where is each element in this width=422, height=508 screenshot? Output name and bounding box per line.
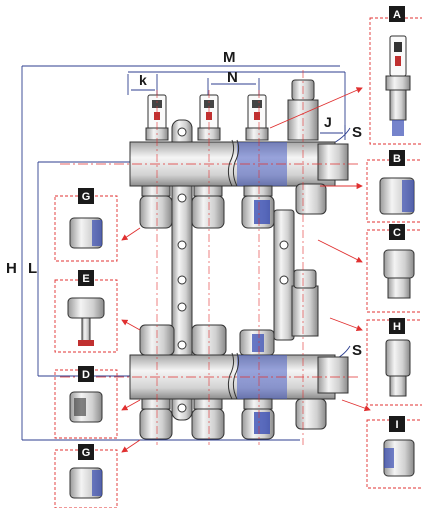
detail-badge-h: H [389, 318, 405, 334]
svg-text:H: H [393, 321, 401, 333]
break-marks [227, 139, 240, 400]
detail-part-g2-fitting [69, 467, 103, 499]
detail-part-d-adapter [69, 391, 103, 423]
return-bar [60, 354, 360, 400]
svg-text:C: C [393, 227, 401, 239]
top-outlet-fittings [139, 183, 327, 229]
svg-text:E: E [82, 273, 89, 285]
detail-part-b-adapter [379, 177, 415, 215]
mounting-bracket-right [273, 209, 295, 341]
flowmeter-3 [245, 94, 269, 141]
svg-text:G: G [82, 447, 91, 459]
dim-label-m: M [223, 49, 236, 66]
detail-badge-c: C [389, 224, 405, 240]
bottom-outlet-fittings [139, 398, 327, 440]
supply-bar [60, 141, 360, 187]
dim-label-s-bottom: S [352, 342, 362, 359]
detail-badge-a: A [389, 6, 405, 22]
detail-frames [54, 17, 422, 508]
svg-text:A: A [393, 9, 401, 21]
detail-badge-b: B [389, 150, 405, 166]
detail-part-c-fitting [383, 249, 415, 299]
bottom-air-vent [291, 269, 319, 337]
dim-label-s-top: S [352, 124, 362, 141]
mounting-bracket-left [171, 119, 193, 421]
dimension-lines [21, 65, 346, 441]
detail-part-e-valve [67, 297, 105, 346]
dim-label-k: k [139, 72, 147, 88]
dim-label-j: J [324, 114, 332, 130]
dim-label-n: N [227, 69, 238, 86]
detail-arrows [121, 87, 371, 453]
detail-badge-i: I [389, 416, 405, 432]
bottom-valve-heads [139, 324, 275, 356]
detail-part-a-flowmeter [385, 35, 411, 136]
dim-label-l: L [28, 260, 37, 277]
svg-text:G: G [82, 191, 91, 203]
manifold-assembly [60, 70, 360, 445]
detail-badge-e: E [78, 270, 94, 286]
svg-text:D: D [82, 369, 90, 381]
svg-text:I: I [395, 419, 398, 431]
detail-badge-d: D [78, 366, 94, 382]
detail-badge-g-top: G [78, 188, 94, 204]
detail-badge-g-bottom: G [78, 444, 94, 460]
detail-part-h-vent [385, 339, 411, 397]
dim-label-h: H [6, 260, 17, 277]
centerlines [156, 70, 304, 445]
detail-part-i-cap [383, 439, 415, 477]
detail-part-g1-fitting [69, 217, 103, 249]
svg-text:B: B [393, 153, 401, 165]
